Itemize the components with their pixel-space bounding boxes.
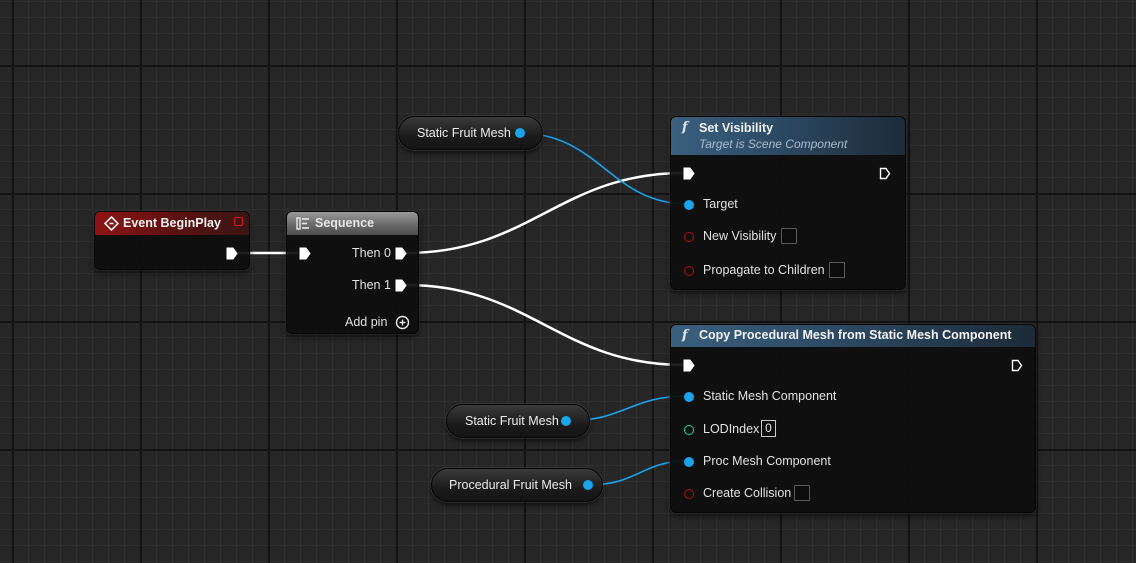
sequence-icon	[296, 217, 309, 230]
event-node-header[interactable]: Event BeginPlay	[95, 212, 249, 235]
proc-mesh-component-label: Proc Mesh Component	[703, 454, 831, 468]
sequence-then1-pin[interactable]	[395, 279, 407, 292]
copy-mesh-exec-in-pin[interactable]	[683, 359, 695, 372]
sequence-exec-in-pin[interactable]	[299, 247, 311, 260]
sequence-node-header[interactable]: Sequence	[287, 212, 418, 235]
sequence-then1-label: Then 1	[352, 278, 391, 292]
sequence-node[interactable]: Sequence Then 0 Then 1 Add pin	[286, 211, 419, 334]
event-beginplay-node[interactable]: Event BeginPlay	[94, 211, 250, 270]
static-mesh-component-label: Static Mesh Component	[703, 389, 837, 403]
static-fruit-mesh-output-pin[interactable]	[561, 416, 571, 426]
proc-mesh-component-pin[interactable]	[684, 457, 694, 467]
exec-wire-then0-to-set-visibility	[405, 171, 685, 255]
create-collision-label: Create Collision	[703, 486, 792, 500]
create-collision-checkbox[interactable]	[794, 485, 810, 501]
exec-wire-then1-to-copy-mesh	[405, 283, 685, 367]
function-icon: f	[682, 328, 688, 343]
create-collision-pin[interactable]	[684, 489, 694, 499]
set-visibility-subtitle: Target is Scene Component	[699, 137, 848, 151]
set-visibility-node[interactable]: f Set Visibility Target is Scene Compone…	[670, 116, 906, 290]
set-visibility-exec-in-pin[interactable]	[683, 167, 695, 180]
lod-index-pin[interactable]	[684, 425, 694, 435]
getter-label: Procedural Fruit Mesh	[449, 478, 572, 492]
copy-mesh-exec-out-pin[interactable]	[1011, 359, 1023, 372]
procedural-fruit-mesh-getter[interactable]: Procedural Fruit Mesh	[431, 468, 603, 502]
set-visibility-header[interactable]: f Set Visibility Target is Scene Compone…	[671, 117, 905, 155]
copy-procedural-mesh-node[interactable]: f Copy Procedural Mesh from Static Mesh …	[670, 324, 1036, 513]
add-pin-plus-icon[interactable]	[395, 315, 410, 330]
new-visibility-pin[interactable]	[684, 232, 694, 242]
copy-procedural-mesh-title: Copy Procedural Mesh from Static Mesh Co…	[699, 328, 1012, 342]
target-pin[interactable]	[684, 200, 694, 210]
getter-label: Static Fruit Mesh	[417, 126, 511, 140]
new-visibility-checkbox[interactable]	[781, 228, 797, 244]
propagate-children-label: Propagate to Children	[703, 263, 825, 277]
event-exec-out-pin[interactable]	[226, 247, 238, 260]
static-fruit-mesh-getter-2[interactable]: Static Fruit Mesh	[446, 404, 590, 438]
set-visibility-title: Set Visibility	[699, 121, 774, 135]
event-delegate-pin[interactable]	[234, 217, 243, 226]
copy-procedural-mesh-header[interactable]: f Copy Procedural Mesh from Static Mesh …	[671, 325, 1035, 347]
propagate-children-checkbox[interactable]	[829, 262, 845, 278]
static-mesh-component-pin[interactable]	[684, 392, 694, 402]
new-visibility-label: New Visibility	[703, 229, 777, 243]
object-wire-static-mesh-to-target	[518, 132, 689, 205]
sequence-add-pin-label[interactable]: Add pin	[345, 315, 388, 329]
static-fruit-mesh-getter[interactable]: Static Fruit Mesh	[398, 116, 543, 150]
sequence-then0-label: Then 0	[352, 246, 391, 260]
getter-label: Static Fruit Mesh	[465, 414, 559, 428]
procedural-fruit-mesh-output-pin[interactable]	[583, 480, 593, 490]
target-label: Target	[703, 197, 738, 211]
sequence-node-title: Sequence	[315, 216, 375, 230]
event-node-title: Event BeginPlay	[123, 216, 221, 230]
event-diamond-icon	[104, 216, 119, 231]
function-icon: f	[682, 120, 688, 135]
sequence-then0-pin[interactable]	[395, 247, 407, 260]
lod-index-input[interactable]: 0	[761, 420, 776, 437]
set-visibility-exec-out-pin[interactable]	[879, 167, 891, 180]
lod-index-label: LODIndex	[703, 422, 760, 436]
propagate-children-pin[interactable]	[684, 266, 694, 276]
static-fruit-mesh-output-pin[interactable]	[515, 128, 525, 138]
